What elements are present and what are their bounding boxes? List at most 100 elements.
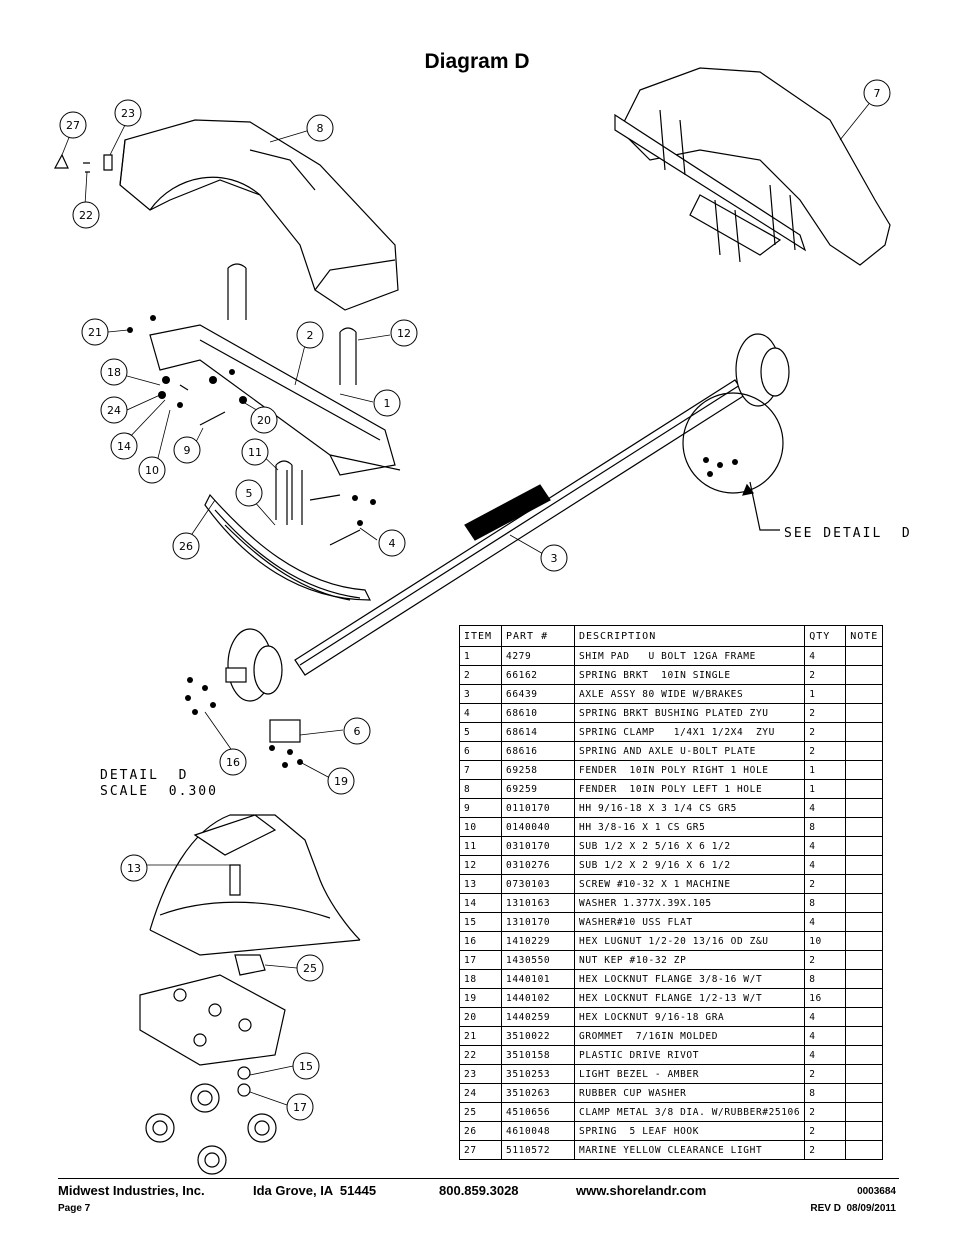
cell-description: CLAMP METAL 3/8 DIA. W/RUBBER#25106 <box>573 1102 806 1122</box>
cell-note <box>845 969 884 989</box>
cell-item: 16 <box>459 931 502 951</box>
svg-text:15: 15 <box>299 1060 313 1073</box>
cell-qty: 4 <box>804 646 847 666</box>
cell-item: 20 <box>459 1007 502 1027</box>
cell-item: 11 <box>459 836 502 856</box>
svg-text:14: 14 <box>117 440 131 453</box>
cell-description: RUBBER CUP WASHER <box>573 1083 806 1103</box>
cell-qty: 2 <box>804 665 847 685</box>
cell-description: SPRING AND AXLE U-BOLT PLATE <box>573 741 806 761</box>
cell-note <box>845 741 884 761</box>
callout-14: 14 <box>110 432 138 460</box>
spring-bracket-rail <box>149 324 401 476</box>
cell-qty: 4 <box>804 1007 847 1027</box>
detail-scale-label: SCALE 0.300 <box>100 784 218 799</box>
cell-part-number: 1310163 <box>501 893 575 913</box>
callout-13: 13 <box>120 854 148 882</box>
callout-2: 2 <box>296 321 324 349</box>
footer-page: Page 7 <box>58 1203 91 1214</box>
callout-15: 15 <box>292 1052 320 1080</box>
cell-description: HEX LOCKNUT FLANGE 1/2-13 W/T <box>573 988 806 1008</box>
cell-item: 7 <box>459 760 502 780</box>
cell-note <box>845 722 884 742</box>
cell-item: 3 <box>459 684 502 704</box>
right-fender-assembly <box>614 67 891 266</box>
callout-3: 3 <box>540 544 568 572</box>
callout-9: 9 <box>173 436 201 464</box>
cell-description: HEX LOCKNUT 9/16-18 GRA <box>573 1007 806 1027</box>
cell-note <box>845 760 884 780</box>
cell-note <box>845 817 884 837</box>
callout-21: 21 <box>81 318 109 346</box>
cell-description: FENDER 10IN POLY LEFT 1 HOLE <box>573 779 806 799</box>
callout-25: 25 <box>296 954 324 982</box>
cell-note <box>845 1140 884 1160</box>
callout-12: 12 <box>390 319 418 347</box>
svg-text:6: 6 <box>354 725 361 738</box>
cell-description: MARINE YELLOW CLEARANCE LIGHT <box>573 1140 806 1160</box>
cell-qty: 4 <box>804 912 847 932</box>
cell-part-number: 1410229 <box>501 931 575 951</box>
cell-qty: 4 <box>804 1026 847 1046</box>
cell-part-number: 0110170 <box>501 798 575 818</box>
cell-note <box>845 1102 884 1122</box>
svg-text:22: 22 <box>79 209 93 222</box>
footer-divider <box>58 1178 899 1179</box>
cell-part-number: 1430550 <box>501 950 575 970</box>
detail-d-circle <box>682 392 784 494</box>
callout-16: 16 <box>219 748 247 776</box>
footer-company: Midwest Industries, Inc. <box>58 1183 205 1198</box>
cell-note <box>845 1121 884 1141</box>
cell-part-number: 1440102 <box>501 988 575 1008</box>
cell-item: 23 <box>459 1064 502 1084</box>
left-fender <box>119 119 399 311</box>
callout-6: 6 <box>343 717 371 745</box>
cell-qty: 4 <box>804 855 847 875</box>
svg-text:26: 26 <box>179 540 193 553</box>
hardware-bolts <box>179 384 361 743</box>
cell-description: HH 3/8-16 X 1 CS GR5 <box>573 817 806 837</box>
callout-23: 23 <box>114 99 142 127</box>
footer-city: Ida Grove, IA 51445 <box>253 1183 377 1198</box>
cell-description: LIGHT BEZEL - AMBER <box>573 1064 806 1084</box>
cell-qty: 2 <box>804 874 847 894</box>
cell-part-number: 69258 <box>501 760 575 780</box>
detail-leader <box>749 481 780 531</box>
cell-description: SUB 1/2 X 2 9/16 X 6 1/2 <box>573 855 806 875</box>
clearance-light-parts <box>53 153 113 173</box>
cell-description: SPRING 5 LEAF HOOK <box>573 1121 806 1141</box>
cell-part-number: 3510022 <box>501 1026 575 1046</box>
see-detail-label: SEE DETAIL D <box>784 526 912 541</box>
svg-text:27: 27 <box>66 119 80 132</box>
cell-qty: 8 <box>804 893 847 913</box>
callout-1: 1 <box>373 389 401 417</box>
cell-part-number: 0310276 <box>501 855 575 875</box>
svg-text:20: 20 <box>257 414 271 427</box>
cell-description: SPRING BRKT 10IN SINGLE <box>573 665 806 685</box>
cell-description: WASHER#10 USS FLAT <box>573 912 806 932</box>
svg-text:18: 18 <box>107 366 121 379</box>
svg-text:19: 19 <box>334 775 348 788</box>
col-description: DESCRIPTION <box>573 625 806 647</box>
cell-description: HH 9/16-18 X 3 1/4 CS GR5 <box>573 798 806 818</box>
cell-note <box>845 646 884 666</box>
cell-item: 21 <box>459 1026 502 1046</box>
cell-note <box>845 1064 884 1084</box>
